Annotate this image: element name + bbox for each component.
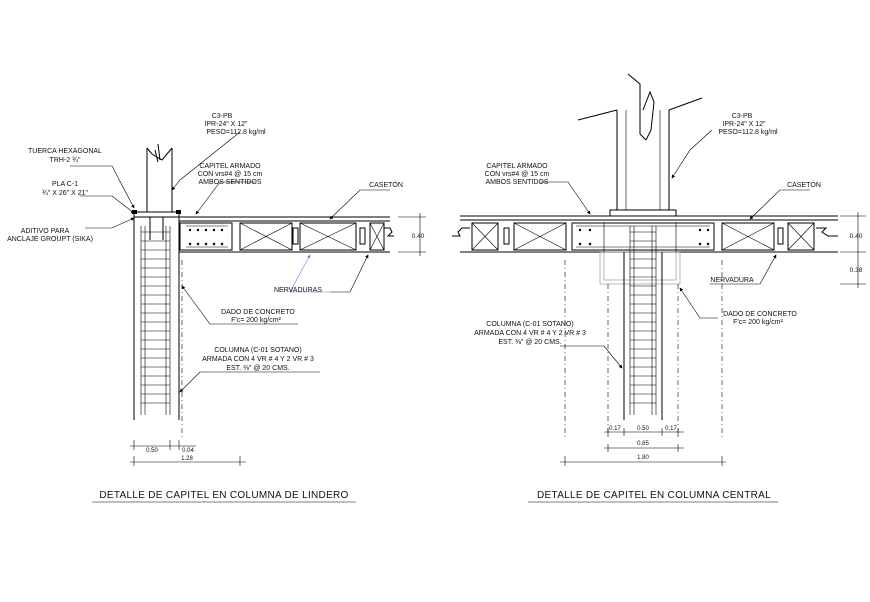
left-detail-title: DETALLE DE CAPITEL EN COLUMNA DE LINDERO	[99, 490, 348, 501]
left-beam-label-2: IPR-24" X 12"	[204, 121, 248, 128]
right-dim-total: 1.80	[637, 455, 649, 461]
right-column-label-2: ARMADA CON 4 VR # 4 Y 2 VR # 3	[474, 330, 586, 337]
left-dado-label-1: DADO DE CONCRETO	[221, 309, 295, 316]
right-dim-a: 0.17	[609, 426, 621, 432]
left-dimensions	[130, 213, 426, 466]
left-dim-b: 0.04	[182, 448, 194, 454]
left-plate-label-1: PLA C-1	[52, 181, 78, 188]
right-dim-c: 0.17	[665, 426, 677, 432]
left-additive-label-1: ADITIVO PARA	[21, 228, 70, 235]
left-steel-beam	[146, 143, 173, 212]
left-beam-label-3: PESO=112.8 kg/ml	[206, 129, 266, 136]
left-dim-total: 1.28	[181, 456, 193, 462]
left-nut-2	[176, 210, 181, 214]
right-dado	[599, 222, 681, 285]
left-beam-label-1: C3-PB	[212, 113, 233, 120]
right-dado-label-2: F'c= 200 kg/cm²	[733, 319, 783, 326]
right-dimensions	[560, 212, 866, 466]
right-column-label-1: COLUMNA (C-01 SOTANO)	[486, 321, 573, 328]
left-leaders	[70, 131, 390, 393]
left-capital-label-1: CAPITEL ARMADO	[199, 163, 261, 170]
left-capital-label-2: CON vrs#4 @ 15 cm	[198, 171, 263, 178]
right-dim-dado: 0.38	[850, 267, 863, 274]
left-nut-label-1: TUERCA HEXAGONAL	[28, 148, 102, 155]
right-capital-label-1: CAPITEL ARMADO	[486, 163, 548, 170]
left-column-label-1: COLUMNA (C-01 SOTANO)	[214, 347, 301, 354]
right-column	[564, 226, 723, 440]
right-base-plate	[609, 209, 677, 217]
right-dim-b: 0.50	[637, 426, 649, 432]
left-dim-slab: 0.40	[412, 233, 425, 240]
left-nut-label-2: TRH-2 ¾"	[50, 157, 81, 164]
left-column	[133, 217, 183, 440]
right-beam-label-3: PESO=112.8 kg/ml	[718, 129, 778, 136]
right-column-label-3: EST. ⅜" @ 20 CMS.	[498, 339, 561, 346]
left-detail: C3-PB IPR-24" X 12" PESO=112.8 kg/ml TUE…	[7, 113, 426, 503]
left-dado-label-2: F'c= 200 kg/cm²	[231, 317, 281, 324]
left-additive-label-2: ANCLAJE GROUPT (SIKA)	[7, 236, 93, 243]
right-leaders	[540, 129, 810, 369]
left-column-label-3: EST. ⅜" @ 20 CMS.	[226, 365, 289, 372]
right-dim-mid: 0.85	[637, 441, 649, 447]
left-base-plate	[133, 211, 180, 218]
right-nervadura-label: NERVADURA	[710, 277, 754, 284]
left-caseton-label: CASETÓN	[369, 180, 403, 189]
right-caseton-label: CASETÓN	[787, 180, 821, 189]
left-column-label-2: ARMADA CON 4 VR # 4 Y 2 VR # 3	[202, 356, 314, 363]
right-detail-title: DETALLE DE CAPITEL EN COLUMNA CENTRAL	[537, 490, 771, 501]
left-nervaduras-label: NERVADURAS	[274, 287, 322, 294]
right-detail: C3-PB IPR-24" X 12" PESO=112.8 kg/ml CAP…	[452, 73, 866, 503]
right-steel-beam	[577, 73, 703, 210]
right-capital-label-2: CON vrs#4 @ 15 cm	[485, 171, 550, 178]
left-plate-label-2: ¾" X 26" X 21"	[42, 190, 88, 197]
left-capital-label-3: AMBOS SENTIDOS	[198, 179, 261, 186]
right-beam-label-2: IPR-24" X 12"	[722, 121, 766, 128]
right-beam-label-1: C3-PB	[732, 113, 753, 120]
left-dim-a: 0.50	[146, 448, 158, 454]
right-slab	[452, 215, 838, 253]
left-slab	[179, 216, 394, 253]
left-nut-1	[132, 210, 137, 214]
right-dim-slab: 0.40	[850, 233, 863, 240]
right-dado-label-1: DADO DE CONCRETO	[723, 311, 797, 318]
right-capital-label-3: AMBOS SENTIDOS	[485, 179, 548, 186]
